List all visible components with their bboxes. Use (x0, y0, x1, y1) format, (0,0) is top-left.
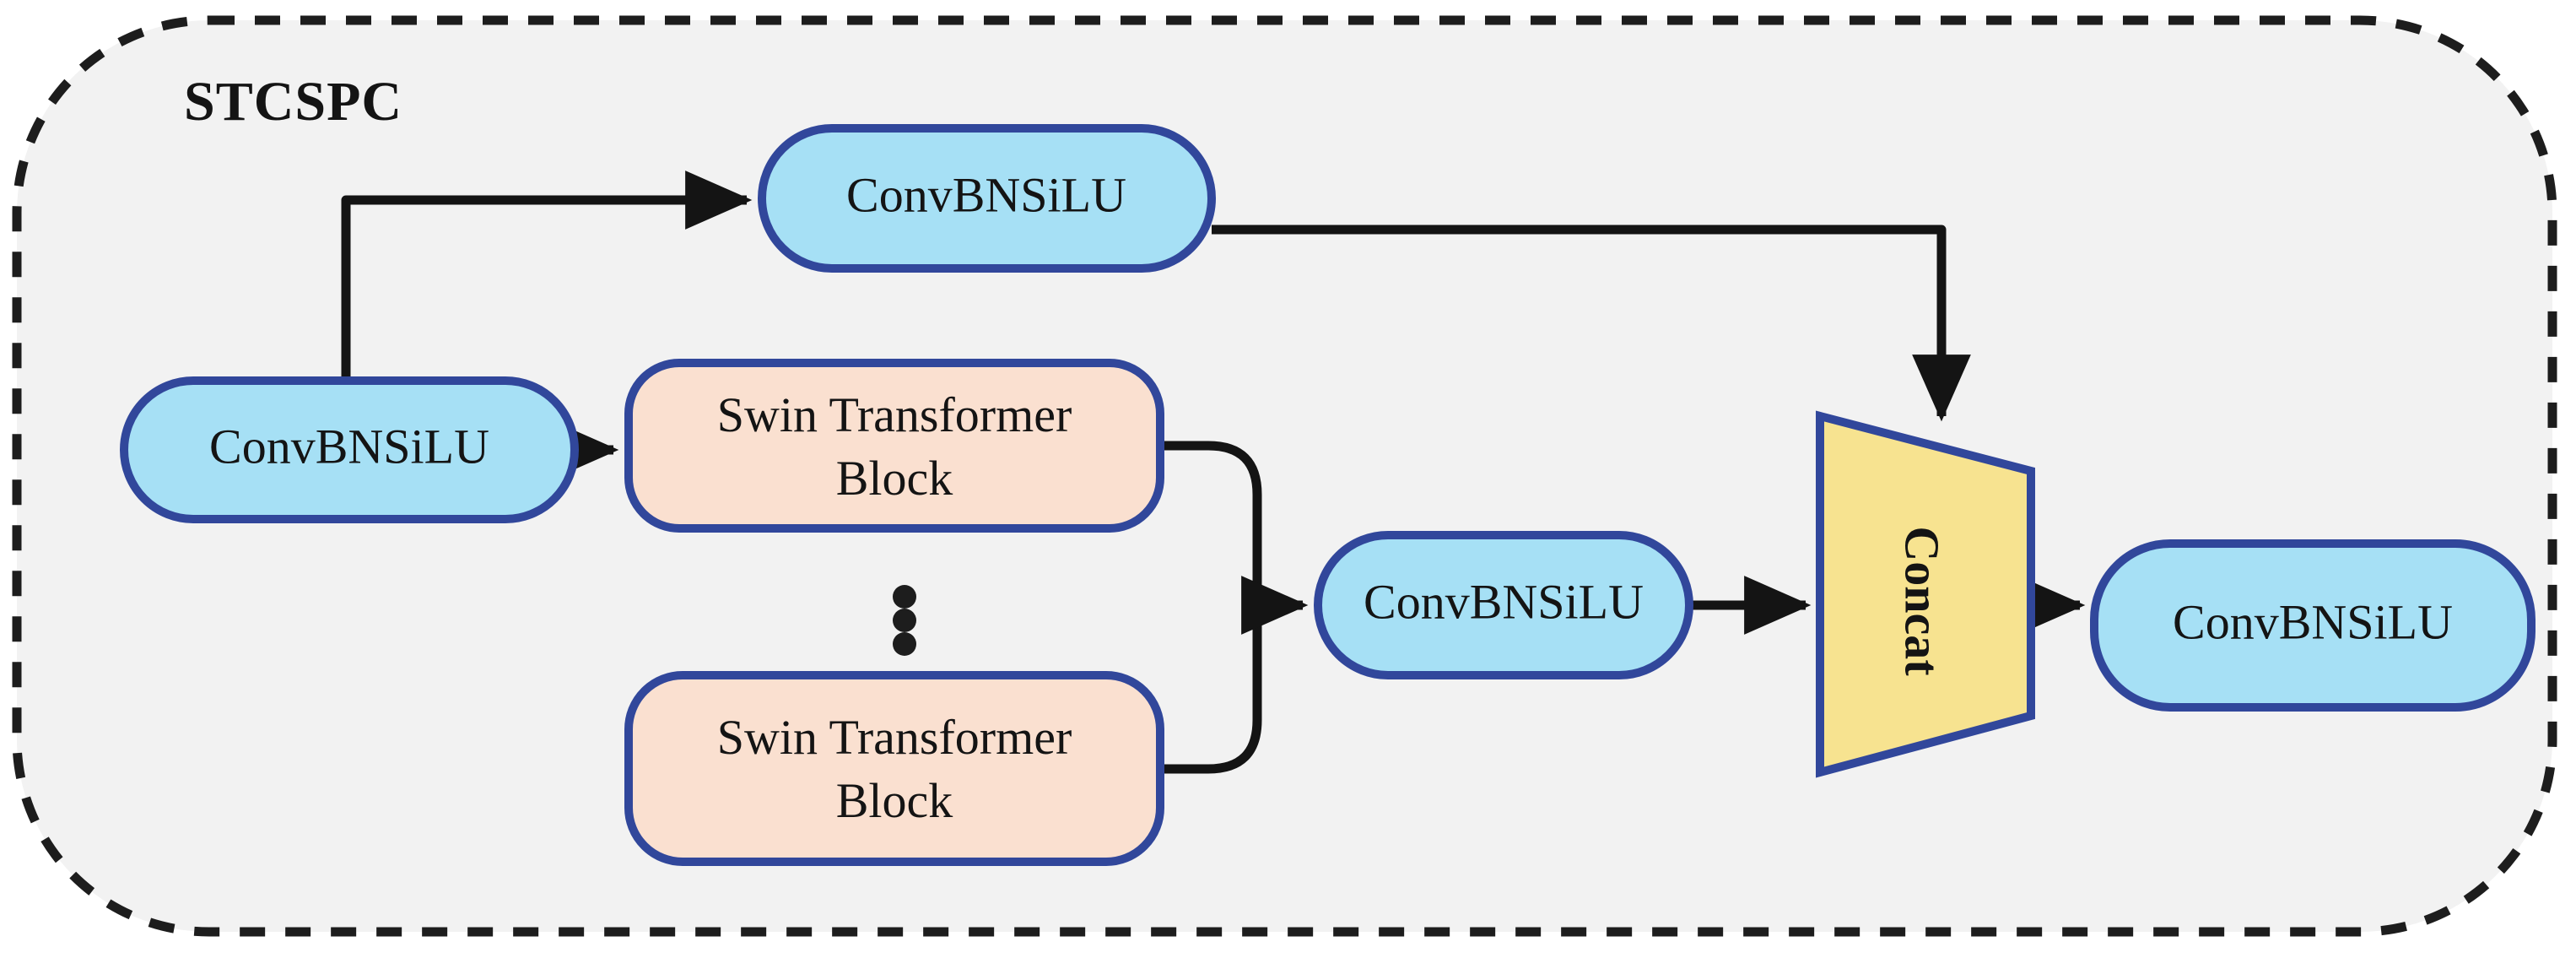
node-conv-in[interactable]: ConvBNSiLU (120, 376, 579, 523)
ellipsis-dot (893, 585, 916, 609)
node-conv-mid[interactable]: ConvBNSiLU (1314, 531, 1693, 679)
node-conv-out-label: ConvBNSiLU (2173, 594, 2453, 649)
node-conv-in-shape (120, 376, 579, 523)
node-concat[interactable]: Concat (1816, 410, 2035, 778)
node-conv-out[interactable]: ConvBNSiLU (2090, 539, 2535, 712)
edge-swin-bot-to-merge (1160, 605, 1262, 774)
node-conv-in-label: ConvBNSiLU (209, 419, 489, 474)
node-conv-mid-shape (1314, 531, 1693, 679)
node-conv-top-label: ConvBNSiLU (846, 167, 1126, 222)
node-swin-bot-label-line1: Swin Transformer (717, 710, 1072, 765)
edge-layer (341, 170, 2086, 774)
ellipsis-dot (893, 632, 916, 656)
edge-conv-top-to-concat (1212, 225, 1971, 422)
node-conv-top-shape (758, 124, 1216, 273)
node-swin-top-label-line2: Block (836, 451, 953, 506)
node-swin-top-shape (624, 359, 1164, 533)
ellipsis-dot (893, 609, 916, 632)
node-concat-label: Concat (1895, 526, 1950, 676)
node-swin-bot-shape (624, 671, 1164, 866)
node-swin-top-label-line1: Swin Transformer (717, 387, 1072, 442)
edge-conv-in-to-conv-top (341, 170, 753, 384)
node-conv-mid-label: ConvBNSiLU (1364, 574, 1644, 629)
page-title: STCSPC (184, 71, 402, 133)
node-swin-transformer-block-top[interactable]: Swin Transformer Block (624, 359, 1164, 533)
node-conv-top[interactable]: ConvBNSiLU (758, 124, 1216, 273)
node-swin-bot-label-line2: Block (836, 773, 953, 828)
edge-swin-top-to-merge (1160, 441, 1262, 605)
node-concat-shape (1816, 410, 2035, 778)
ellipsis-vertical-dots (893, 585, 916, 656)
node-conv-out-shape (2090, 539, 2535, 712)
node-swin-transformer-block-bottom[interactable]: Swin Transformer Block (624, 671, 1164, 866)
